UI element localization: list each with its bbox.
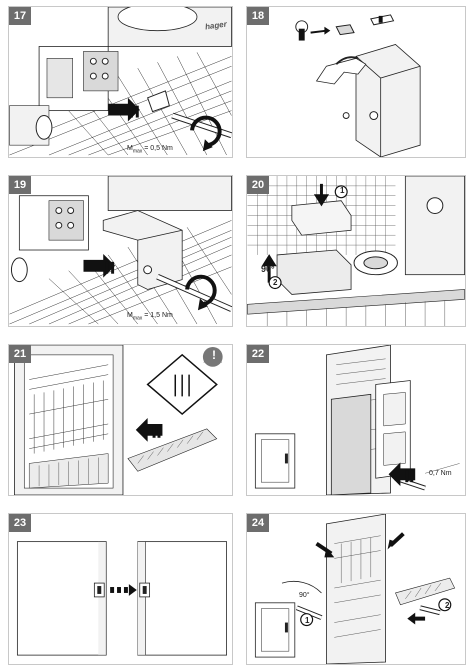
marker-2: 2 (445, 601, 450, 610)
step-17-illustration (9, 7, 232, 156)
torque-label: 0,7 Nm (429, 470, 452, 477)
step-18-illustration (295, 14, 421, 157)
step-20-panel: 20 1 2 90° (246, 175, 466, 327)
step-22-illustration (254, 345, 460, 495)
step-20-illustration (247, 176, 465, 326)
angle-label: 90° (299, 592, 310, 599)
warning-symbol: ! (212, 348, 216, 362)
step-number-badge: 19 (9, 176, 31, 194)
torque-label: Mmax = 1,5 Nm (127, 312, 173, 321)
torque-label-main: M (127, 145, 133, 152)
torque-label: Mmax = 0,5 Nm (127, 145, 173, 154)
step-number-badge: 17 (9, 7, 31, 25)
step-22-panel: 22 0,7 Nm (246, 344, 466, 496)
step-number-badge: 23 (9, 514, 31, 532)
step-19-panel: 19 Mmax = 1,5 Nm (8, 175, 233, 327)
step-19-illustration (9, 176, 232, 325)
marker-2: 2 (273, 278, 278, 287)
step-24-panel: 24 90° 1 2 (246, 513, 466, 665)
step-18-panel: 18 (246, 6, 466, 158)
step-number-badge: 18 (247, 7, 269, 25)
step-17-panel: 17 hager Mmax = 0,5 Nm (8, 6, 233, 158)
torque-label-sub: max (132, 148, 143, 155)
torque-label-value: = 0,5 Nm (142, 145, 173, 152)
angle-label: 90° (261, 264, 275, 274)
step-23-illustration (16, 541, 227, 656)
marker-1: 1 (340, 186, 345, 195)
marker-1: 1 (305, 616, 310, 625)
step-number-badge: 24 (247, 514, 269, 532)
step-23-panel: 23 (8, 513, 233, 665)
step-21-panel: 21 ! (8, 344, 233, 496)
step-21-illustration (14, 345, 224, 495)
step-24-illustration (254, 514, 456, 664)
step-number-badge: 21 (9, 345, 31, 363)
torque-label-value: = 1,5 Nm (142, 312, 173, 319)
step-number-badge: 22 (247, 345, 269, 363)
torque-label-main: M (127, 312, 133, 319)
step-number-badge: 20 (247, 176, 269, 194)
torque-label-sub: max (132, 315, 143, 322)
